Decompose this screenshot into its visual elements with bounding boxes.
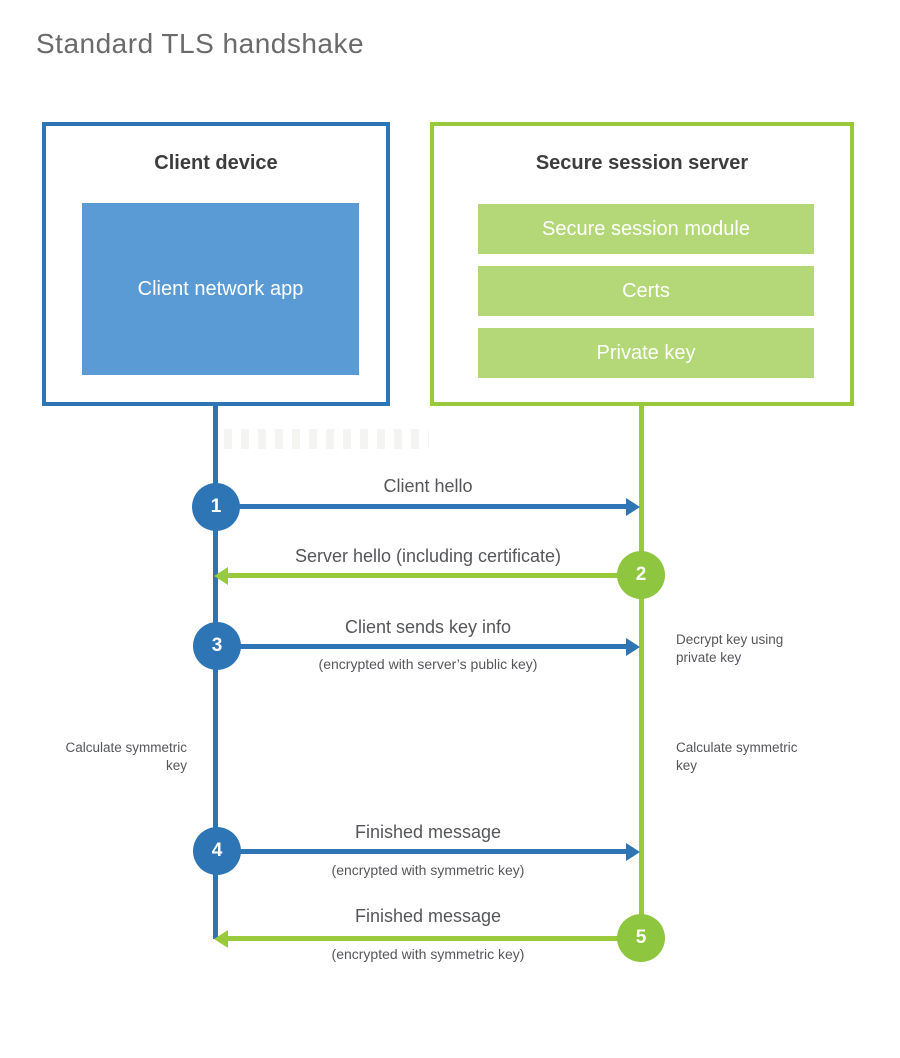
step-4-arrow: [218, 843, 640, 861]
step-4-label: Finished message: [354, 822, 502, 842]
page-title: Standard TLS handshake: [36, 28, 365, 59]
step-3-arrowhead-icon: [626, 638, 640, 656]
step-2-badge: 2: [617, 551, 665, 599]
server-module-certs: Certs: [478, 266, 814, 316]
note-decrypt-key: Decrypt key using private key: [676, 632, 784, 665]
server-module-private-key: Private key: [478, 328, 814, 378]
step-5-badge: 5: [617, 914, 665, 962]
step-5-arrow: [214, 930, 640, 948]
note-calculate-symmetric-key-client: Calculate symmetric key: [65, 740, 187, 773]
step-5-sublabel: (encrypted with symmetric key): [331, 946, 525, 962]
note-calculate-symmetric-key-server: Calculate symmetric key: [676, 740, 798, 773]
step-3-badge: 3: [193, 622, 241, 670]
step-1-label: Client hello: [383, 476, 473, 496]
step-3-arrow-line: [218, 644, 629, 649]
step-3-sublabel: (encrypted with server’s public key): [318, 656, 538, 672]
step-5-label: Finished message: [354, 906, 502, 926]
step-2-label: Server hello (including certificate): [294, 546, 562, 566]
step-1-arrow-line: [218, 504, 629, 509]
step-3-label: Client sends key info: [344, 617, 512, 637]
client-device-header: Client device: [154, 152, 278, 174]
step-4-sublabel: (encrypted with symmetric key): [331, 862, 525, 878]
client-lifeline: [213, 405, 218, 939]
step-4-arrow-line: [218, 849, 629, 854]
step-2-arrowhead-icon: [214, 567, 228, 585]
step-5-arrowhead-icon: [214, 930, 228, 948]
client-network-app-box: Client network app: [82, 203, 359, 375]
server-lifeline: [639, 405, 644, 939]
step-1-badge: 1: [192, 483, 240, 531]
step-5-arrow-line: [225, 936, 640, 941]
step-1-arrowhead-icon: [626, 498, 640, 516]
step-2-arrow: [214, 567, 640, 585]
step-1-arrow: [218, 498, 640, 516]
step-2-arrow-line: [225, 573, 640, 578]
step-3-arrow: [218, 638, 640, 656]
secure-session-server-box: Secure session server Secure session mod…: [430, 122, 854, 406]
step-4-badge: 4: [193, 827, 241, 875]
server-header: Secure session server: [535, 152, 749, 174]
server-module-secure-session: Secure session module: [478, 204, 814, 254]
step-4-arrowhead-icon: [626, 843, 640, 861]
client-device-box: Client device Client network app: [42, 122, 390, 406]
faint-watermark: [224, 429, 429, 449]
